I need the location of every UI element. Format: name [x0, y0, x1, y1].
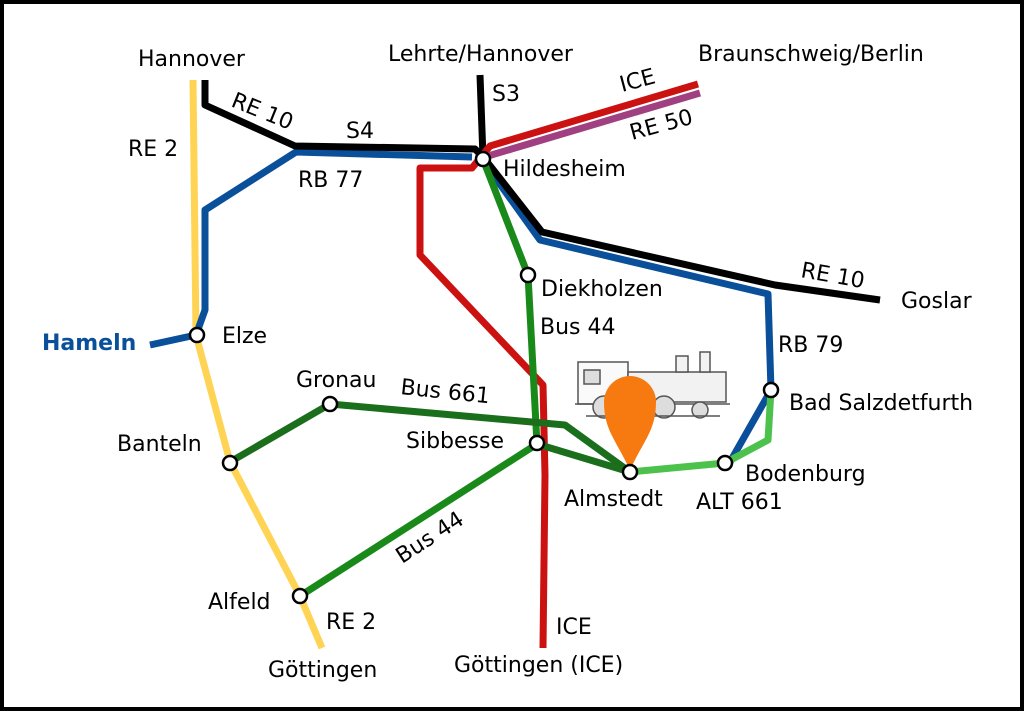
line-re50	[487, 89, 701, 160]
stop-hildesheim[interactable]	[474, 150, 492, 168]
city-label-alfeld: Alfeld	[208, 590, 271, 615]
stop-diekholzen[interactable]	[519, 266, 537, 284]
city-label-diekholzen: Diekholzen	[541, 277, 663, 302]
route-map-svg: Hannover Lehrte/Hannover Braunschweig/Be…	[42, 42, 973, 683]
stop-sibbesse[interactable]	[528, 434, 546, 452]
route-label-ice-south: ICE	[556, 615, 592, 640]
stop-alfeld[interactable]	[291, 587, 309, 605]
city-label-banteln: Banteln	[117, 432, 202, 457]
route-label-bus44-north: Bus 44	[540, 315, 616, 340]
line-rb77	[149, 148, 473, 349]
city-label-sibbesse: Sibbesse	[406, 429, 504, 454]
city-label-elze: Elze	[222, 324, 267, 349]
city-label-lehrte-hannover: Lehrte/Hannover	[388, 42, 574, 67]
route-label-re2-south: RE 2	[326, 610, 376, 635]
route-label-bus661: Bus 661	[399, 375, 491, 409]
city-label-hameln: Hameln	[42, 331, 136, 356]
stop-bad-salzdetfurth[interactable]	[762, 381, 780, 399]
city-label-bad-salzdetfurth: Bad Salzdetfurth	[789, 391, 973, 416]
route-label-re2-north: RE 2	[128, 137, 178, 162]
stop-almstedt[interactable]	[621, 463, 639, 481]
line-alt661	[629, 389, 775, 476]
stop-elze[interactable]	[188, 326, 206, 344]
line-bus661	[228, 400, 633, 475]
line-bus661-b	[535, 440, 632, 476]
line-s3	[476, 74, 487, 159]
city-label-bodenburg: Bodenburg	[745, 462, 866, 487]
route-label-ice-north: ICE	[617, 64, 658, 97]
line-re2	[189, 79, 326, 650]
city-label-hildesheim: Hildesheim	[503, 157, 626, 182]
city-label-goettingen-ice: Göttingen (ICE)	[454, 653, 623, 678]
city-label-gronau: Gronau	[296, 368, 376, 393]
line-rb79	[481, 159, 775, 464]
route-label-s3: S3	[492, 82, 520, 107]
route-label-s4: S4	[346, 119, 374, 144]
city-label-braunschweig-berlin: Braunschweig/Berlin	[698, 42, 924, 67]
city-label-almstedt: Almstedt	[564, 487, 663, 512]
stop-bodenburg[interactable]	[716, 454, 734, 472]
route-label-rb79: RB 79	[778, 333, 843, 358]
route-label-alt661: ALT 661	[696, 490, 783, 515]
location-pin-icon[interactable]	[604, 376, 656, 470]
stop-gronau[interactable]	[321, 395, 339, 413]
route-label-rb77: RB 77	[298, 168, 363, 193]
line-bus44	[298, 160, 541, 599]
stop-banteln[interactable]	[221, 454, 239, 472]
city-label-goslar: Goslar	[901, 289, 973, 314]
line-ice	[416, 80, 699, 649]
city-label-goettingen: Göttingen	[268, 658, 377, 683]
city-label-hannover: Hannover	[138, 47, 246, 72]
